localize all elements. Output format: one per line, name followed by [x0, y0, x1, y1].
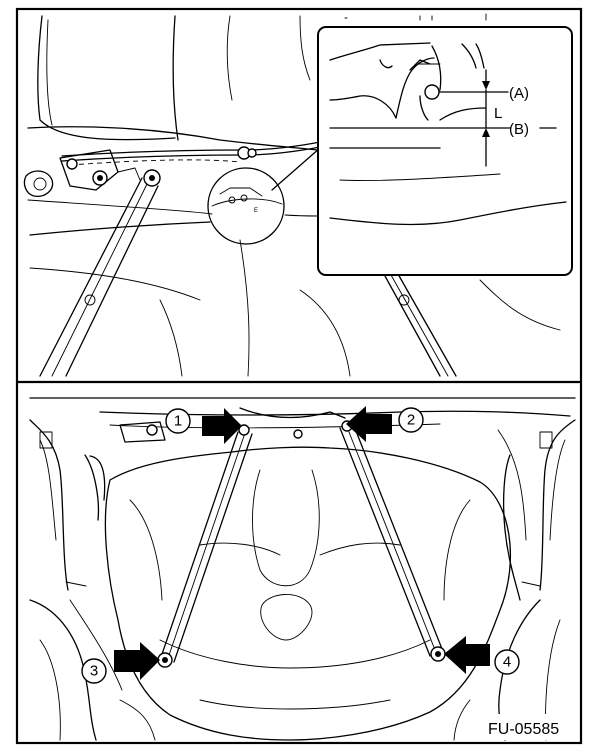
bottom-panel: 1 2 3 4 FU-05585: [29, 397, 578, 741]
figure-code: FU-05585: [488, 721, 559, 738]
svg-text:1: 1: [174, 413, 182, 430]
label-a: (A): [509, 85, 529, 102]
arrow-3: [114, 642, 160, 680]
figure-frame: [15, 7, 583, 745]
fuel-tank: [104, 446, 511, 741]
label-l: L: [494, 105, 502, 122]
callout-3: 3: [81, 658, 107, 684]
tank-band-left: [159, 431, 239, 661]
tank-band-right: [339, 427, 431, 657]
detail-box: [317, 26, 573, 276]
detail-inset: (A) L (B): [317, 13, 573, 276]
top-panel: E: [23, 15, 561, 377]
callout-1: 1: [165, 408, 191, 434]
svg-text:E: E: [254, 208, 258, 214]
svg-text:3: 3: [90, 663, 98, 680]
arrow-2: [346, 406, 392, 442]
arrow-1: [202, 408, 242, 444]
callout-2: 2: [398, 407, 424, 433]
svg-text:4: 4: [503, 654, 511, 671]
label-b: (B): [509, 121, 529, 138]
svg-text:2: 2: [407, 412, 415, 429]
arrow-4: [444, 636, 490, 674]
callout-4: 4: [494, 649, 520, 675]
detail-magnifier: [207, 167, 285, 245]
